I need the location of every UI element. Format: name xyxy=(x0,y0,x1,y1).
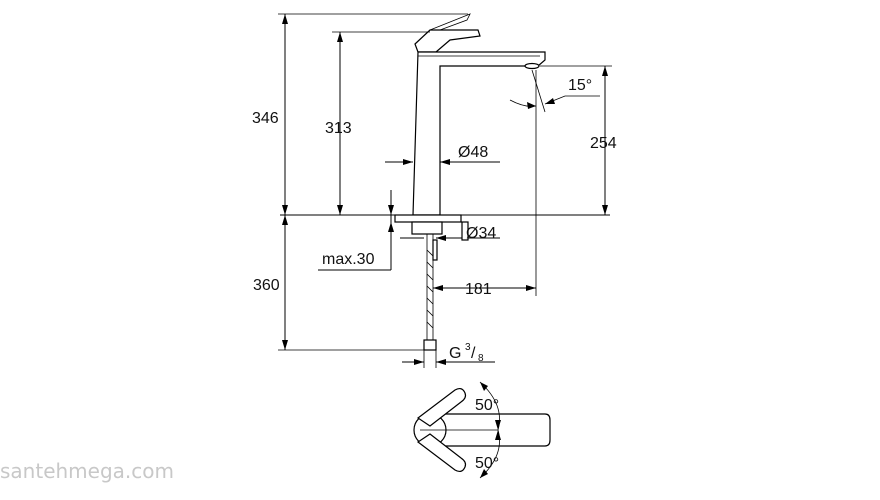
label-360: 360 xyxy=(253,277,280,294)
label-313: 313 xyxy=(325,120,352,137)
arrow xyxy=(282,205,288,215)
dimension-labels: 346 313 254 360 Ø48 Ø34 max.30 181 15° G… xyxy=(252,77,617,472)
arrow xyxy=(495,430,501,440)
mounting-nut xyxy=(411,221,443,235)
label-thread-slash: / xyxy=(471,345,476,362)
arrow xyxy=(282,14,288,24)
threaded-rod xyxy=(432,239,438,261)
label-lever-angle-bottom: 50° xyxy=(475,455,499,472)
deck-plate xyxy=(394,214,462,223)
arrow xyxy=(480,382,488,391)
arrow xyxy=(282,340,288,350)
arrow xyxy=(436,235,446,241)
arrow xyxy=(527,102,536,109)
label-thread-numerator: 3 xyxy=(465,342,471,353)
arrow xyxy=(440,159,450,165)
lever-position-up xyxy=(416,387,467,427)
lever-handle xyxy=(414,29,481,53)
arrow xyxy=(433,285,443,291)
arrow xyxy=(388,222,394,232)
label-181: 181 xyxy=(465,281,492,298)
label-diameter-34: Ø34 xyxy=(466,225,496,242)
arrow xyxy=(495,420,501,430)
faucet-side-view xyxy=(280,13,610,351)
arrow xyxy=(526,285,536,291)
hose-braid xyxy=(426,249,434,329)
arrow xyxy=(436,359,446,365)
arrow xyxy=(282,215,288,225)
arrow xyxy=(388,205,394,215)
label-max30: max.30 xyxy=(322,251,375,268)
spray-axis xyxy=(531,69,546,113)
faucet-top-view xyxy=(413,381,551,479)
label-diameter-48: Ø48 xyxy=(458,144,488,161)
arrow xyxy=(337,205,343,215)
arrow xyxy=(545,98,555,104)
arrow xyxy=(403,159,413,165)
label-15-degree: 15° xyxy=(568,77,592,94)
lever-raised-outline xyxy=(429,13,471,31)
dimension-lines xyxy=(278,13,612,368)
arrow xyxy=(602,205,608,215)
label-254: 254 xyxy=(590,135,617,152)
hole-section xyxy=(461,221,469,241)
label-346: 346 xyxy=(252,110,279,127)
arrow xyxy=(414,359,424,365)
label-lever-angle-top: 50° xyxy=(475,397,499,414)
faucet-body xyxy=(412,51,546,216)
arrow xyxy=(337,32,343,42)
watermark: santehmega.com xyxy=(0,459,174,483)
aerator-outlet xyxy=(524,62,540,70)
arrow xyxy=(602,66,608,76)
label-thread-g: G xyxy=(449,345,461,362)
label-thread-denominator: 8 xyxy=(478,353,484,364)
arrow xyxy=(480,469,488,478)
hose-connector xyxy=(423,339,437,351)
lever-position-down xyxy=(416,433,467,473)
